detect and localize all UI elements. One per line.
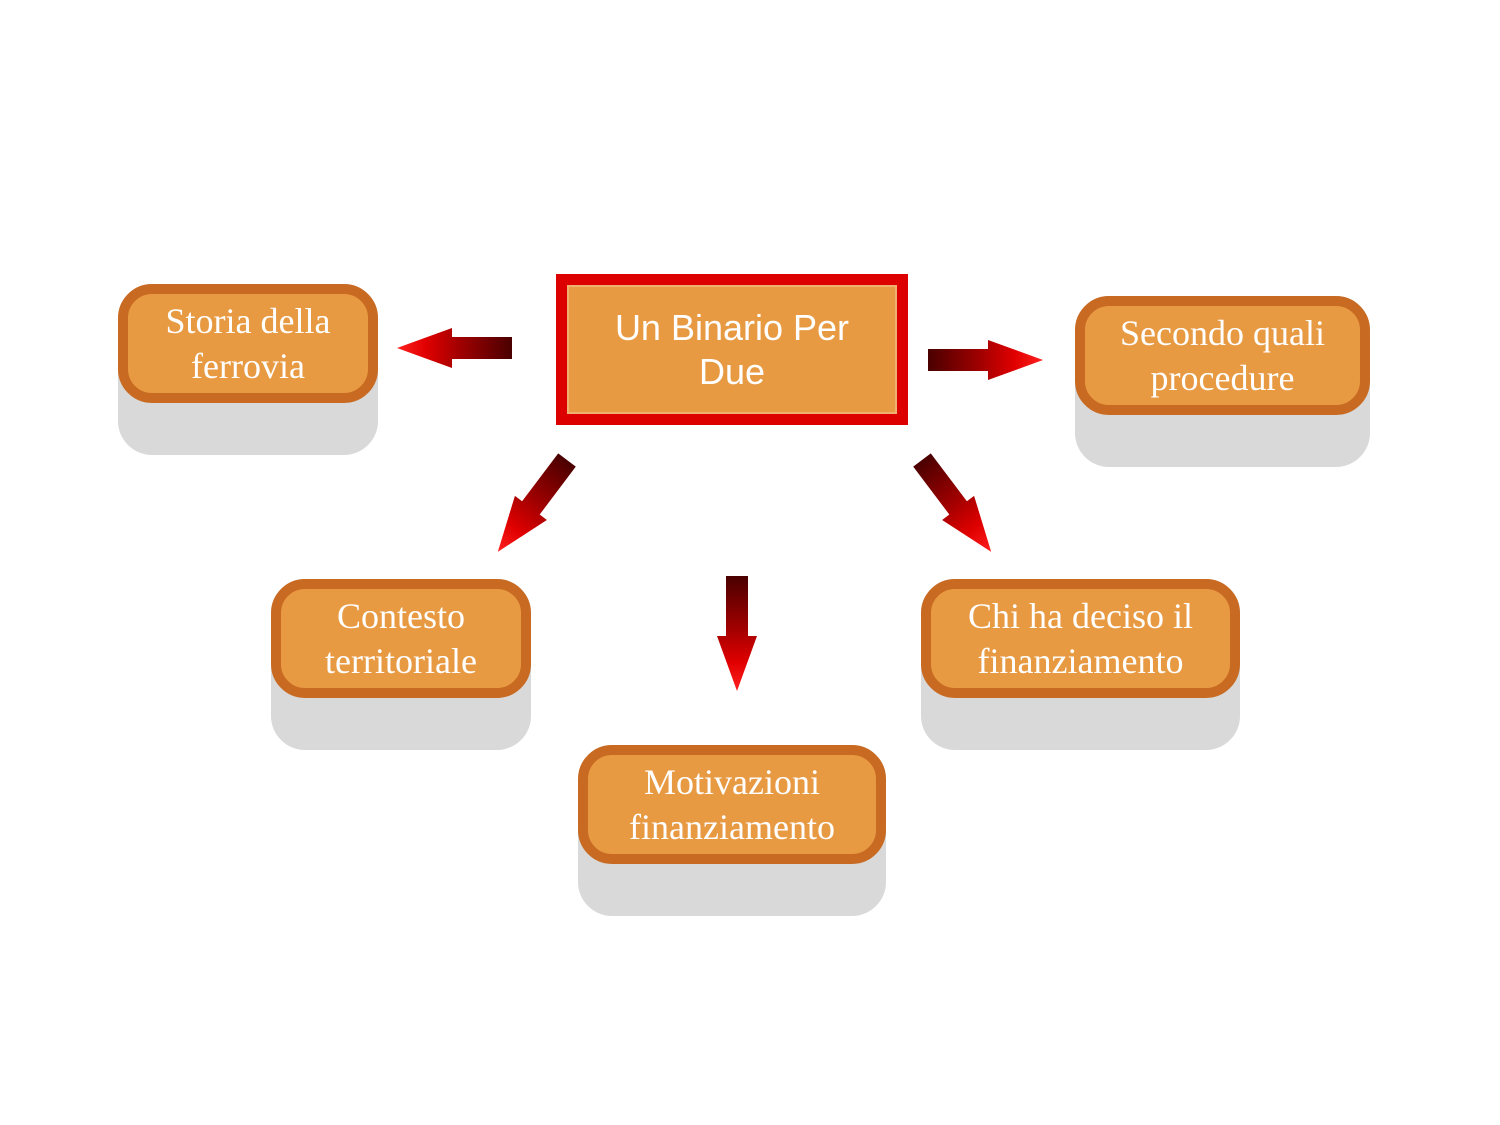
node-box: Secondo quali procedure	[1075, 296, 1370, 415]
arrow-to-secondo	[928, 340, 1043, 380]
node-box: Chi ha deciso il finanziamento	[921, 579, 1240, 698]
arrow-to-contesto	[497, 453, 576, 552]
node-box: Contesto territoriale	[271, 579, 531, 698]
center-node-label: Un Binario Per Due	[614, 306, 850, 392]
node-label: Chi ha deciso il finanziamento	[968, 595, 1193, 681]
arrow-to-chi	[913, 453, 992, 552]
arrow-to-motivazioni	[717, 576, 757, 691]
node-box: Motivazioni finanziamento	[578, 745, 886, 864]
node-label: Secondo quali procedure	[1120, 312, 1325, 398]
arrow-to-storia	[397, 328, 512, 368]
node-label: Storia della ferrovia	[165, 300, 331, 386]
node-box: Storia della ferrovia	[118, 284, 378, 403]
node-label: Motivazioni finanziamento	[629, 761, 835, 847]
center-node: Un Binario Per Due	[556, 274, 908, 425]
node-label: Contesto territoriale	[325, 595, 477, 681]
